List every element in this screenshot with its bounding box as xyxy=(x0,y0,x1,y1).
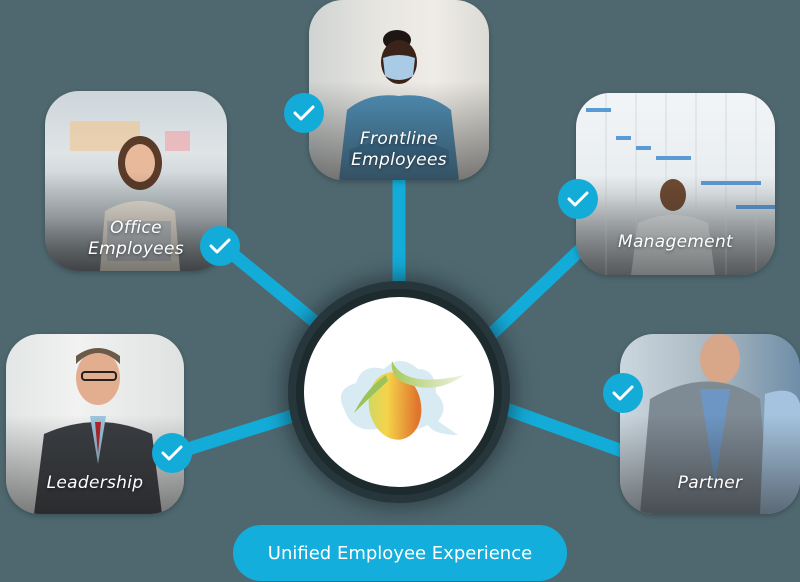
check-management xyxy=(558,179,598,219)
management-label: Management xyxy=(618,232,733,252)
title-pill: Unified Employee Experience xyxy=(233,525,567,581)
partner-label: Partner xyxy=(677,473,743,493)
connector-leadership xyxy=(183,405,307,457)
mango-cloud-logo-icon xyxy=(340,361,464,440)
checkmark-icon xyxy=(567,191,589,207)
diagram-title: Unified Employee Experience xyxy=(267,542,533,564)
checkmark-icon xyxy=(209,238,231,254)
center-hub xyxy=(304,297,494,487)
connector-management xyxy=(475,245,585,350)
check-frontline xyxy=(284,93,324,133)
card-leadership[interactable]: Leadership xyxy=(6,334,184,514)
frontline-label: Frontline Employees xyxy=(351,129,447,170)
checkmark-icon xyxy=(293,105,315,121)
office-label: Office Employees xyxy=(88,218,184,259)
card-management[interactable]: Management xyxy=(576,93,775,275)
card-partner[interactable]: Partner xyxy=(620,334,800,514)
checkmark-icon xyxy=(161,445,183,461)
card-frontline[interactable]: Frontline Employees xyxy=(309,0,489,180)
check-partner xyxy=(603,373,643,413)
check-leadership xyxy=(152,433,192,473)
card-office[interactable]: Office Employees xyxy=(45,91,227,271)
connector-office xyxy=(225,246,330,336)
connector-partner xyxy=(492,398,628,459)
leadership-label: Leadership xyxy=(46,473,144,493)
check-office xyxy=(200,226,240,266)
checkmark-icon xyxy=(612,385,634,401)
